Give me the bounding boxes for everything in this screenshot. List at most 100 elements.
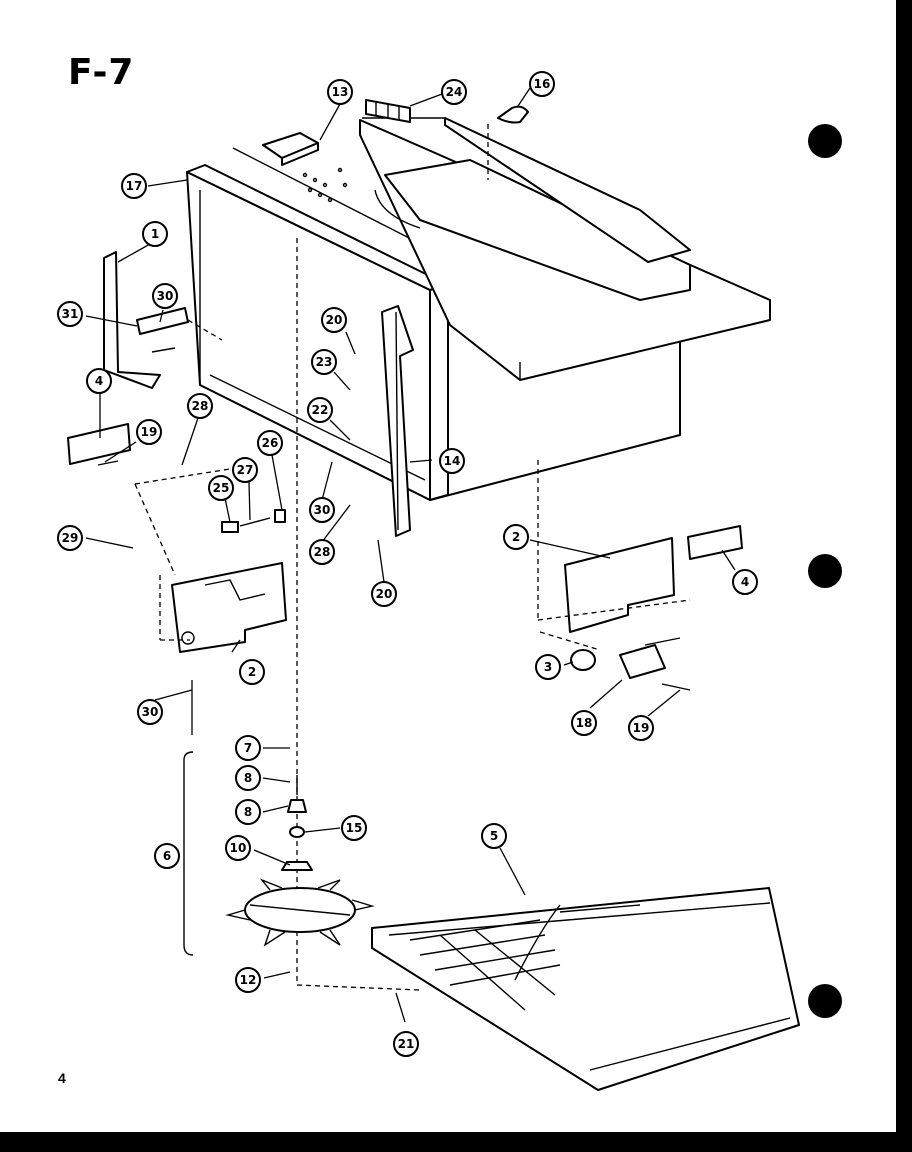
scan-edge-bottom — [0, 1132, 912, 1152]
item-5-base-pan — [371, 887, 800, 1091]
svg-text:26: 26 — [262, 436, 279, 450]
svg-text:18: 18 — [576, 716, 593, 730]
svg-text:24: 24 — [446, 85, 463, 99]
callout-19-left: 19 — [136, 419, 162, 445]
item-3-knob — [570, 649, 596, 671]
svg-text:6: 6 — [163, 849, 171, 863]
cabinet-housing — [186, 147, 681, 501]
svg-text:4: 4 — [741, 575, 749, 589]
top-pan — [359, 117, 771, 381]
fan-blade — [225, 878, 375, 947]
callout-31: 31 — [57, 301, 83, 327]
item-18-switch — [619, 637, 691, 691]
svg-text:17: 17 — [126, 179, 143, 193]
svg-text:20: 20 — [326, 313, 343, 327]
callout-20-bottom: 20 — [371, 581, 397, 607]
callout-2-left: 2 — [239, 659, 265, 685]
svg-text:21: 21 — [398, 1037, 415, 1051]
item-13-bracket — [262, 132, 348, 203]
svg-text:4: 4 — [95, 374, 103, 388]
assembly-6-brace — [183, 751, 194, 956]
callout-26: 26 — [257, 430, 283, 456]
callout-16: 16 — [529, 71, 555, 97]
item-24-terminal-block — [365, 99, 411, 123]
item-2-bracket-right — [537, 460, 691, 651]
callout-4-left: 4 — [86, 368, 112, 394]
callout-12: 12 — [235, 967, 261, 993]
svg-text:22: 22 — [312, 403, 329, 417]
callout-27: 27 — [232, 457, 258, 483]
callout-6: 6 — [154, 843, 180, 869]
callout-19-right: 19 — [628, 715, 654, 741]
svg-text:27: 27 — [237, 463, 254, 477]
items-25-26-27-hardware — [221, 509, 286, 533]
callout-1: 1 — [142, 221, 168, 247]
callout-5: 5 — [481, 823, 507, 849]
callout-18: 18 — [571, 710, 597, 736]
callout-30-middle: 30 — [309, 497, 335, 523]
svg-text:3: 3 — [544, 660, 552, 674]
svg-text:25: 25 — [213, 481, 230, 495]
svg-text:1: 1 — [151, 227, 159, 241]
svg-text:13: 13 — [332, 85, 349, 99]
callout-25: 25 — [208, 475, 234, 501]
callout-7: 7 — [235, 735, 261, 761]
item-14-support — [381, 305, 414, 537]
svg-text:19: 19 — [633, 721, 650, 735]
callout-20-top: 20 — [321, 307, 347, 333]
svg-text:2: 2 — [248, 665, 256, 679]
callout-15: 15 — [341, 815, 367, 841]
leader-lines — [85, 87, 736, 1023]
binder-hole-top — [808, 124, 842, 158]
svg-text:7: 7 — [244, 741, 252, 755]
svg-text:10: 10 — [230, 841, 247, 855]
svg-text:2: 2 — [512, 530, 520, 544]
callout-4-right: 4 — [732, 569, 758, 595]
svg-text:20: 20 — [376, 587, 393, 601]
callout-8-lower: 8 — [235, 799, 261, 825]
callout-8-upper: 8 — [235, 765, 261, 791]
svg-text:30: 30 — [142, 705, 159, 719]
page-number: 4 — [58, 1070, 66, 1086]
svg-text:30: 30 — [314, 503, 331, 517]
callout-28-top: 28 — [187, 393, 213, 419]
svg-text:5: 5 — [490, 829, 498, 843]
svg-text:28: 28 — [192, 399, 209, 413]
callout-3: 3 — [535, 654, 561, 680]
svg-text:31: 31 — [62, 307, 79, 321]
svg-text:23: 23 — [316, 355, 333, 369]
callout-14: 14 — [439, 448, 465, 474]
svg-text:8: 8 — [244, 771, 252, 785]
item-4-cover-right — [687, 525, 743, 560]
callout-24: 24 — [441, 79, 467, 105]
callout-22: 22 — [307, 397, 333, 423]
fan-hardware-stack — [281, 775, 313, 871]
svg-text:28: 28 — [314, 545, 331, 559]
svg-text:8: 8 — [244, 805, 252, 819]
callout-23: 23 — [311, 349, 337, 375]
callout-29: 29 — [57, 525, 83, 551]
callout-28-bottom: 28 — [309, 539, 335, 565]
item-4-cover-left — [67, 423, 131, 466]
callout-10: 10 — [225, 835, 251, 861]
svg-text:14: 14 — [444, 454, 461, 468]
item-31-bracket — [136, 307, 223, 353]
item-16-clip — [487, 105, 529, 180]
callout-17: 17 — [121, 173, 147, 199]
svg-text:16: 16 — [534, 77, 551, 91]
callout-21: 21 — [393, 1031, 419, 1057]
callout-30-bottom: 30 — [137, 699, 163, 725]
svg-text:12: 12 — [240, 973, 257, 987]
callout-30-top: 30 — [152, 283, 178, 309]
binder-hole-middle — [808, 554, 842, 588]
binder-hole-bottom — [808, 984, 842, 1018]
svg-text:15: 15 — [346, 821, 363, 835]
svg-text:19: 19 — [141, 425, 158, 439]
figure-id: F-7 — [68, 52, 135, 93]
callout-2-right: 2 — [503, 524, 529, 550]
svg-text:29: 29 — [62, 531, 79, 545]
scan-edge-right — [896, 0, 912, 1152]
callout-13: 13 — [327, 79, 353, 105]
